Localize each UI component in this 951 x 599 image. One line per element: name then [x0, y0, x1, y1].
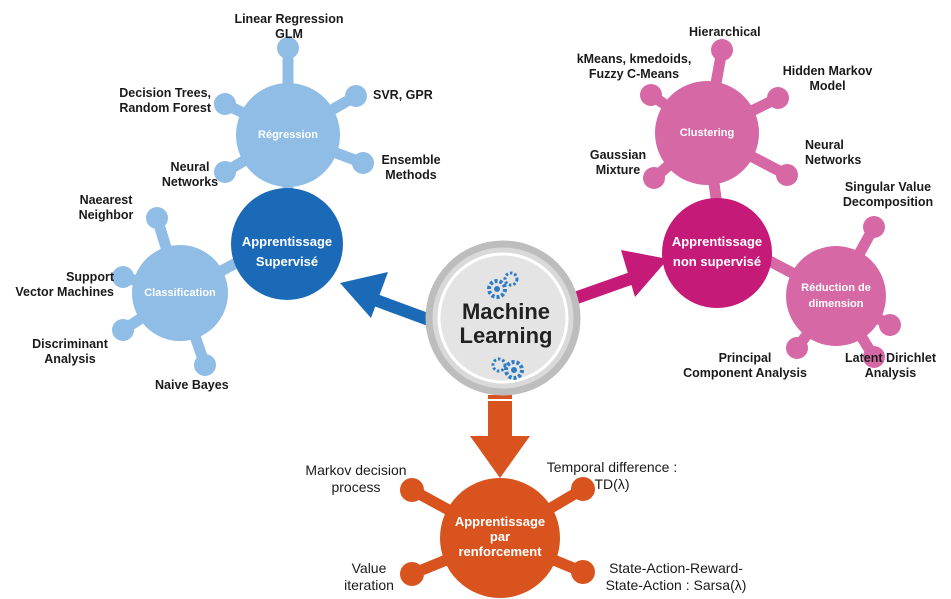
classification-cluster	[112, 207, 271, 376]
trees-line2: Random Forest	[119, 101, 211, 115]
reduction-label-line2: dimension	[808, 298, 864, 310]
reduction-label-line1: Réduction de	[801, 282, 871, 294]
pca-line2: Component Analysis	[683, 366, 807, 380]
da-line2: Analysis	[44, 352, 96, 366]
ensemble-line2: Methods	[385, 168, 437, 182]
pca-label: Principal Component Analysis	[675, 351, 815, 381]
center-title: Machine Learning	[436, 300, 576, 348]
lda-line1: Latent Dirichlet	[845, 351, 936, 365]
classification-label: Classification	[144, 287, 216, 299]
svm-line2: Vector Machines	[15, 285, 114, 299]
vi-line1: Value	[351, 560, 387, 576]
mdp-line2: process	[331, 479, 381, 495]
clu-nn-line2: Networks	[805, 153, 862, 167]
machine-learning-center	[425, 240, 581, 396]
sarsa-line1: State-Action-Reward-	[609, 560, 743, 576]
regression-node	[236, 83, 340, 187]
supervised-hub	[231, 188, 343, 300]
svm-line1: Support	[66, 270, 114, 284]
kmeans-line1: kMeans, kmedoids,	[576, 52, 692, 66]
nearest-neighbor-label: Naearest Neighbor	[70, 193, 142, 223]
reinforcement-hub	[440, 478, 560, 598]
arrow-to-reinforcement	[470, 395, 530, 478]
gm-line2: Mixture	[595, 163, 641, 177]
clustering-cluster	[640, 39, 798, 206]
kmeans-line2: Fuzzy C-Means	[588, 67, 680, 81]
temporal-difference-label: Temporal difference : TD(λ)	[532, 459, 692, 493]
mdp-line1: Markov decision	[305, 462, 407, 478]
reg-neural-line2: Networks	[161, 175, 219, 189]
reinforcement-hub-line3: renforcement	[458, 544, 542, 559]
reinforcement-cluster	[400, 477, 595, 598]
reduction-node	[786, 246, 886, 346]
unsupervised-hub-label: Apprentissage non supervisé	[662, 232, 772, 272]
regression-cluster	[214, 37, 374, 200]
supervised-hub-line1: Apprentissage	[241, 234, 333, 249]
center-title-line1: Machine	[461, 299, 551, 324]
unsupervised-hub-line1: Apprentissage	[671, 234, 763, 249]
pca-line1: Principal	[718, 351, 772, 365]
reduction-label: Réduction de dimension	[786, 280, 886, 312]
regression-neural-networks-label: Neural Networks	[155, 160, 225, 190]
arrow-to-unsupervised	[568, 250, 668, 306]
clustering-label: Clustering	[679, 127, 735, 139]
unsupervised-hub-line2: non supervisé	[672, 254, 762, 269]
vi-line2: iteration	[344, 577, 394, 593]
reg-neural-line1: Neural	[170, 160, 210, 174]
gaussian-mixture-label: Gaussian Mixture	[583, 148, 653, 178]
regression-label: Régression	[258, 129, 318, 141]
linear-regression-line1: Linear Regression	[234, 12, 344, 26]
svr-gpr-label: SVR, GPR	[373, 88, 433, 102]
ensemble-line1: Ensemble	[381, 153, 441, 167]
td-line2: TD(λ)	[594, 476, 630, 492]
sarsa-label: State-Action-Reward- State-Action : Sars…	[591, 560, 761, 594]
gear-icon	[491, 357, 524, 380]
nn-line1: Naearest	[79, 193, 133, 207]
reinforcement-hub-line2: par	[489, 529, 511, 544]
svd-line1: Singular Value	[844, 180, 932, 194]
hierarchical-label: Hierarchical	[689, 25, 761, 39]
clu-nn-line1: Neural	[805, 138, 844, 152]
da-line1: Discriminant	[32, 337, 108, 351]
gear-icon	[487, 271, 519, 299]
svm-label: Support Vector Machines	[0, 270, 114, 300]
clustering-node	[655, 81, 759, 185]
svd-line2: Decomposition	[842, 195, 934, 209]
unsupervised-hub	[662, 198, 772, 308]
sarsa-line2: State-Action : Sarsa(λ)	[605, 577, 747, 593]
value-iteration-label: Value iteration	[334, 560, 404, 594]
ensemble-methods-label: Ensemble Methods	[366, 153, 456, 183]
td-line1: Temporal difference :	[546, 459, 678, 475]
trees-line1: Decision Trees,	[119, 86, 211, 100]
center-title-line2: Learning	[459, 323, 553, 348]
reduction-cluster	[757, 216, 901, 368]
nn-line2: Neighbor	[78, 208, 134, 222]
hmm-line1: Hidden Markov	[782, 64, 873, 78]
hmm-line2: Model	[809, 79, 846, 93]
reinforcement-hub-label: Apprentissage par renforcement	[440, 514, 560, 559]
linear-regression-label: Linear Regression GLM	[224, 12, 354, 42]
markov-decision-label: Markov decision process	[296, 462, 416, 496]
discriminant-analysis-label: Discriminant Analysis	[20, 337, 120, 367]
gm-line1: Gaussian	[589, 148, 647, 162]
linear-regression-line2: GLM	[275, 27, 303, 41]
clustering-neural-networks-label: Neural Networks	[805, 138, 861, 168]
lda-label: Latent Dirichlet Analysis	[833, 351, 948, 381]
svd-label: Singular Value Decomposition	[828, 180, 948, 210]
classification-node	[132, 245, 228, 341]
naive-bayes-label: Naive Bayes	[155, 378, 229, 392]
supervised-hub-line2: Supervisé	[255, 254, 319, 269]
decision-trees-label: Decision Trees, Random Forest	[96, 86, 211, 116]
supervised-hub-label: Apprentissage Supervisé	[232, 232, 342, 272]
kmeans-label: kMeans, kmedoids, Fuzzy C-Means	[565, 52, 703, 82]
reinforcement-hub-line1: Apprentissage	[454, 514, 546, 529]
lda-line2: Analysis	[864, 366, 917, 380]
hmm-label: Hidden Markov Model	[775, 64, 880, 94]
